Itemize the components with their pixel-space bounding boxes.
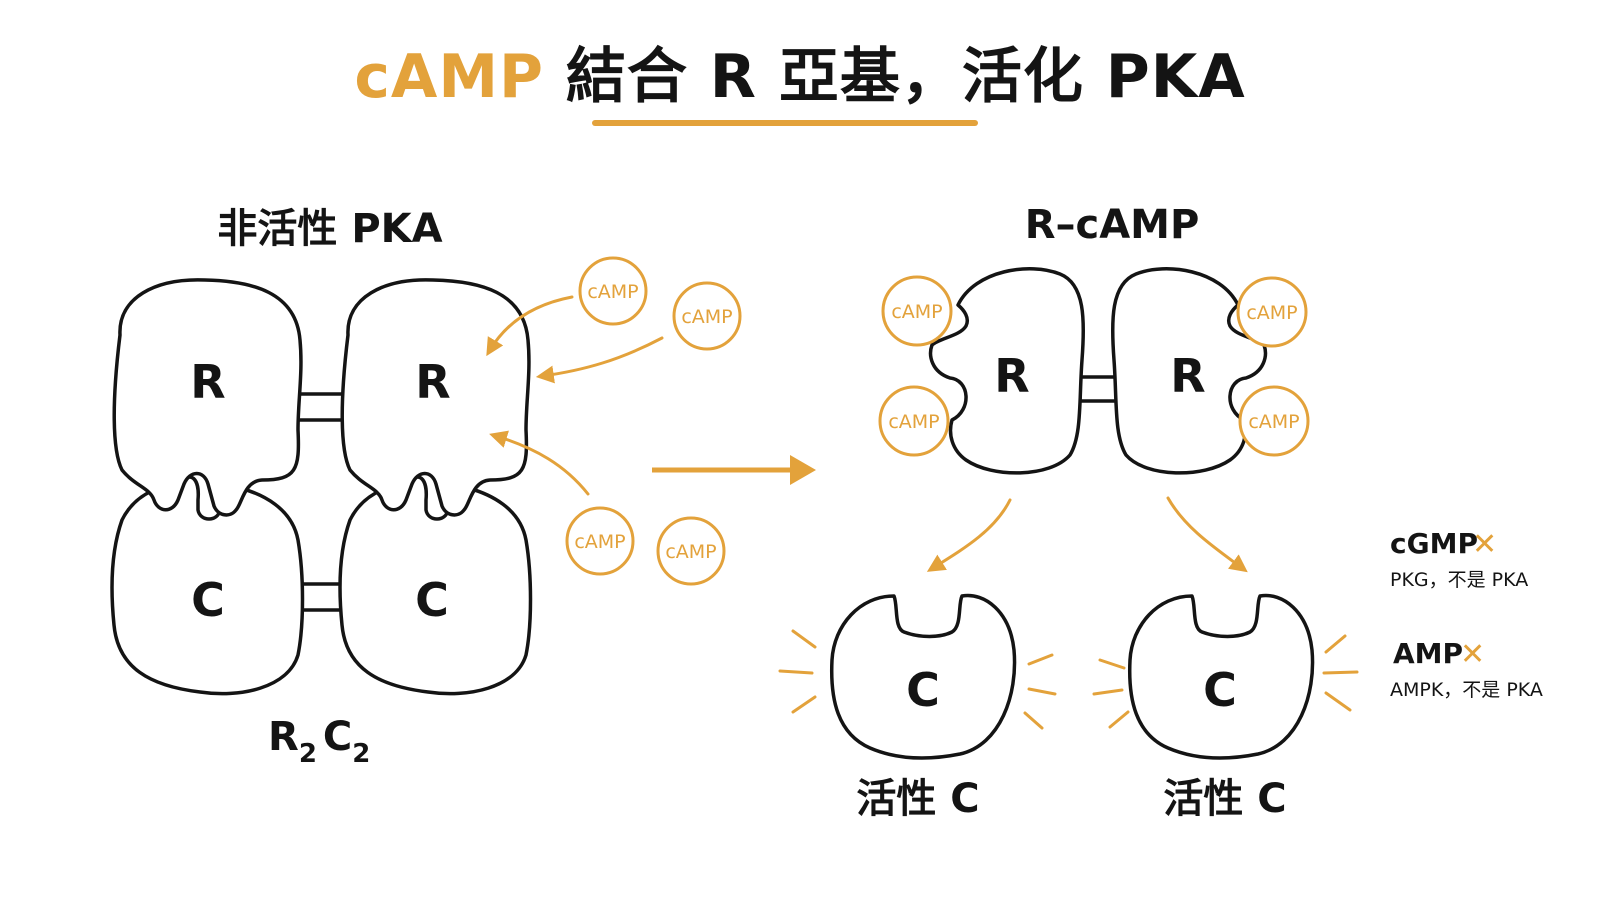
release-arrow-right	[1166, 496, 1248, 573]
x-mark-icon: ✕	[1472, 527, 1497, 562]
r-subunit-left	[112, 278, 303, 517]
svg-text:cAMP: cAMP	[888, 411, 939, 433]
svg-text:cAMP: cAMP	[665, 541, 716, 563]
note-amp-name: AMP	[1393, 637, 1463, 670]
svg-text:cAMP: cAMP	[1248, 411, 1299, 433]
right-heading: R–cAMP	[1025, 202, 1200, 248]
r-camp-label-right: R	[1170, 349, 1205, 403]
binding-arrow-3	[489, 430, 590, 496]
release-arrow-left	[926, 498, 1012, 572]
binding-arrow-2	[535, 336, 664, 384]
camp-molecule-1: cAMP	[578, 256, 648, 326]
note-cgmp: cGMP ✕ PKG，不是 PKA	[1390, 527, 1528, 591]
r-camp-linker	[1078, 375, 1120, 403]
svg-text:cAMP: cAMP	[891, 301, 942, 323]
camp-molecule-4: cAMP	[656, 516, 726, 586]
bound-camp-2: cAMP	[878, 385, 950, 457]
svg-text:cAMP: cAMP	[587, 281, 638, 303]
c-label-right: C	[415, 573, 449, 627]
activity-rays-left	[778, 629, 1057, 730]
note-amp-desc: AMPK，不是 PKA	[1390, 679, 1543, 701]
active-c-label-left: C	[906, 663, 940, 717]
active-c-caption-left: 活性 C	[856, 776, 979, 822]
active-c-caption-right: 活性 C	[1163, 776, 1286, 822]
bound-camp-4: cAMP	[1238, 385, 1310, 457]
c-subunit-right	[338, 475, 533, 696]
note-amp: AMP ✕ AMPK，不是 PKA	[1390, 637, 1543, 701]
r-camp-subunit-left	[928, 267, 1086, 475]
r-r-linker	[296, 392, 346, 422]
camp-molecule-2: cAMP	[672, 281, 742, 351]
transition-arrow-head	[790, 455, 816, 485]
page-title: cAMP 結合 R 亞基，活化 PKA	[0, 28, 1600, 115]
svg-text:cAMP: cAMP	[681, 306, 732, 328]
camp-molecule-3: cAMP	[565, 506, 635, 576]
bound-camp-1: cAMP	[881, 275, 953, 347]
active-c-right	[1127, 593, 1315, 760]
active-c-left	[829, 593, 1017, 760]
binding-arrow-1	[486, 295, 574, 357]
note-cgmp-name: cGMP	[1390, 527, 1478, 560]
title-underline	[592, 120, 978, 126]
c-subunit-left	[110, 475, 305, 696]
c-label-left: C	[191, 573, 225, 627]
x-mark-icon: ✕	[1460, 637, 1485, 672]
r-label-right: R	[415, 355, 450, 409]
note-cgmp-desc: PKG，不是 PKA	[1390, 569, 1528, 591]
active-c-label-right: C	[1203, 663, 1237, 717]
r-subunit-right	[340, 278, 531, 517]
title-rest: 結合 R 亞基，活化 PKA	[544, 42, 1246, 112]
title-accent: cAMP	[354, 42, 544, 112]
svg-text:cAMP: cAMP	[1246, 302, 1297, 324]
c-c-linker	[296, 582, 346, 612]
svg-text:cAMP: cAMP	[574, 531, 625, 553]
r-camp-label-left: R	[994, 349, 1029, 403]
bound-camp-3: cAMP	[1236, 276, 1308, 348]
r-label-left: R	[190, 355, 225, 409]
left-heading: 非活性 PKA	[217, 206, 442, 252]
activity-rays-right	[1092, 634, 1359, 729]
